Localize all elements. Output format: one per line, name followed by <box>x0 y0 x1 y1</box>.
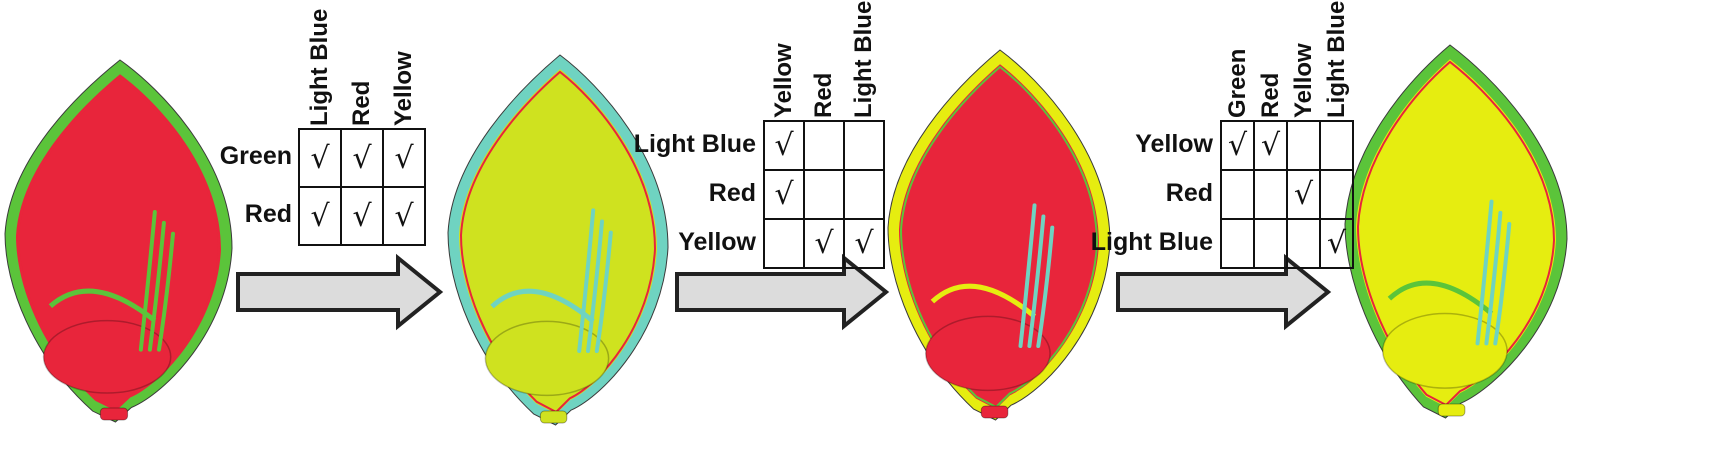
table-row: √√√ <box>298 186 426 246</box>
empty-cell <box>803 120 845 171</box>
column-label: Yellow <box>770 43 797 118</box>
empty-cell <box>1253 218 1288 269</box>
leaf-1-streak <box>147 220 166 352</box>
leaf-1-stalk <box>99 407 129 421</box>
leaf-4-base <box>1381 312 1508 389</box>
table-row: √√ <box>763 218 885 269</box>
column-label: Light Blue <box>1322 0 1350 118</box>
check-mark-cell: √ <box>1286 169 1321 220</box>
leaf-2-streak <box>577 208 596 353</box>
empty-cell <box>1220 218 1255 269</box>
arrow-3 <box>1116 253 1332 331</box>
row-label: Light Blue <box>633 129 756 158</box>
check-mark-cell: √ <box>803 218 845 269</box>
empty-cell <box>1286 218 1321 269</box>
column-label: Light Blue <box>306 8 333 126</box>
empty-cell <box>763 218 805 269</box>
check-table-2: √√√√ <box>763 120 885 269</box>
row-label: Red <box>244 200 292 228</box>
table-row: √ <box>1220 169 1354 220</box>
table-row: √ <box>763 169 885 220</box>
leaf-4-streak <box>1475 199 1494 346</box>
leaf-3-streak <box>1027 214 1046 348</box>
column-label: Yellow <box>1289 43 1317 118</box>
check-mark-cell: √ <box>843 218 885 269</box>
leaf-1-streak <box>156 231 175 352</box>
leaf-1-streak <box>138 210 157 352</box>
leaf-4-body <box>1356 59 1556 408</box>
leaf-2-body <box>459 69 657 415</box>
check-mark-cell: √ <box>382 128 426 188</box>
check-mark-cell: √ <box>1220 120 1255 171</box>
empty-cell <box>1319 169 1354 220</box>
leaf-1-fold <box>48 288 157 323</box>
empty-cell <box>1286 120 1321 171</box>
arrow-2 <box>675 253 890 331</box>
arrow-1 <box>236 253 444 331</box>
column-label: Red <box>1256 72 1284 118</box>
column-label: Light Blue <box>850 0 877 118</box>
empty-cell <box>803 169 845 220</box>
column-label: Yellow <box>390 51 417 126</box>
empty-cell <box>1253 169 1288 220</box>
check-mark-cell: √ <box>298 128 342 188</box>
check-mark-cell: √ <box>1253 120 1288 171</box>
leaf-4-stalk <box>1437 403 1466 417</box>
column-label: Red <box>348 80 375 126</box>
check-mark-cell: √ <box>298 186 342 246</box>
leaf-3-base <box>924 315 1051 392</box>
check-mark-cell: √ <box>340 186 384 246</box>
leaf-2-base <box>484 320 610 397</box>
row-label: Yellow <box>678 227 756 256</box>
row-label: Red <box>708 178 756 207</box>
leaf-3-streak <box>1018 203 1037 348</box>
leaf-2-stalk <box>539 410 568 424</box>
row-label: Green <box>219 142 292 170</box>
column-label: Red <box>810 72 837 118</box>
column-label: Green <box>1223 48 1251 118</box>
leaf-2-streak <box>586 219 604 353</box>
check-table-3: √√√√ <box>1220 120 1354 269</box>
row-label: Red <box>1165 178 1213 207</box>
table-row: √ <box>1220 218 1354 269</box>
leaf-2-streak <box>594 230 613 353</box>
table-row: √√ <box>1220 120 1354 171</box>
row-label: Yellow <box>1135 129 1213 158</box>
leaf-3-body <box>899 64 1099 410</box>
leaf-4-streak <box>1484 210 1503 346</box>
leaf-4-streak <box>1493 222 1512 346</box>
check-mark-cell: √ <box>763 120 805 171</box>
leaf-1-base <box>42 319 172 394</box>
check-mark-cell: √ <box>382 186 426 246</box>
leaf-4-fold <box>1387 280 1494 316</box>
check-mark-cell: √ <box>1319 218 1354 269</box>
leaf-3-streak <box>1036 225 1055 348</box>
empty-cell <box>843 169 885 220</box>
empty-cell <box>1319 120 1354 171</box>
table-row: √ <box>763 120 885 171</box>
empty-cell <box>1220 169 1255 220</box>
leaf-1-body <box>16 74 221 412</box>
check-table-1: √√√√√√ <box>298 128 426 246</box>
check-mark-cell: √ <box>763 169 805 220</box>
leaf-2-fold <box>490 288 595 324</box>
row-label: Light Blue <box>1090 227 1213 256</box>
empty-cell <box>843 120 885 171</box>
leaf-3-fold <box>930 283 1037 319</box>
check-mark-cell: √ <box>340 128 384 188</box>
leaf-3-stalk <box>980 405 1009 419</box>
table-row: √√√ <box>298 128 426 188</box>
